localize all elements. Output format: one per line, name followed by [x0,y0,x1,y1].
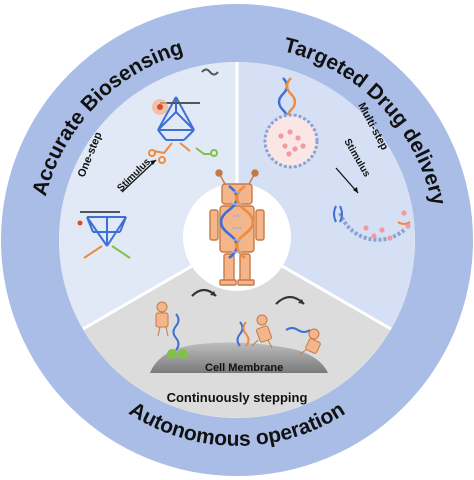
walker-robot-1 [155,301,169,337]
cell-membrane-label: Cell Membrane [205,362,283,374]
walker-dna-3 [285,327,311,333]
signal-dot [157,104,163,110]
lower-orange-arm [83,245,103,259]
released-green-strand [195,147,218,157]
sector-autonomous [83,240,391,418]
drug-cargo-inside [278,129,306,157]
tetrahedron-probe-lower [86,216,127,247]
anchor-p1 [167,349,177,359]
anchor-p2 [178,349,188,359]
lower-green-arm [111,245,131,259]
cell-membrane [150,342,328,373]
step-arrowhead-2 [298,299,304,304]
released-dna-strand [333,205,411,225]
walker-dna-1 [172,313,180,351]
walker-dna-2b [242,321,250,347]
walker-robot-3 [299,328,321,355]
dna-robot [209,169,265,286]
autonomous-illustration: Cell Membrane Continuously st [150,288,328,405]
dna-base-pairs [232,191,242,253]
biosensing-arrowhead [150,160,156,165]
continuously-stepping-caption: Continuously stepping [167,390,308,405]
walker-robot-2 [251,314,273,349]
liposome-vesicle [263,113,319,169]
drug-arrowhead [353,187,358,193]
walker-dna-2 [236,321,244,347]
free-strand [201,68,219,76]
drug-arrow [335,167,359,194]
step-arrowhead-1 [210,291,216,296]
biosensing-arrow [121,159,157,193]
tetrahedron-probe-upper [157,96,195,141]
quencher-dot [77,220,83,226]
released-drug-cargo [363,210,411,241]
dna-double-helix-icon [219,184,255,260]
released-orange-strands [148,142,191,164]
